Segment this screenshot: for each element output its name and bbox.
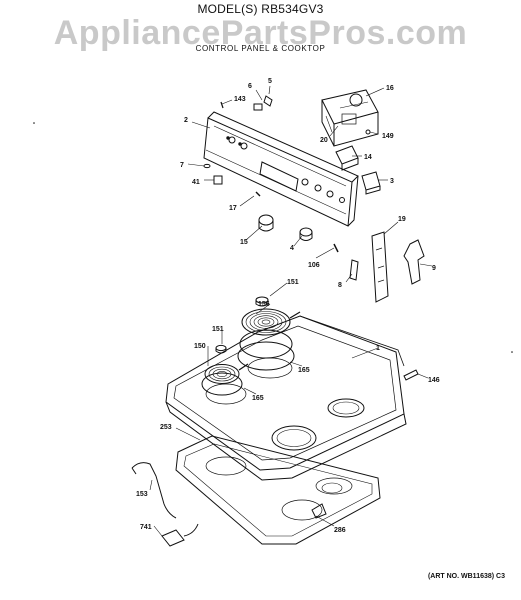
control-panel <box>203 111 359 227</box>
callout-2: 2 <box>184 117 188 124</box>
callout-19: 19 <box>398 216 406 223</box>
scan-specks <box>33 122 513 353</box>
callout-8: 8 <box>338 282 342 289</box>
leader-lines <box>149 85 433 537</box>
section-title: CONTROL PANEL & COOKTOP <box>195 44 326 53</box>
callout-151-upper: 151 <box>287 279 299 286</box>
burner-large <box>237 296 301 371</box>
small-hardware <box>203 95 371 197</box>
callout-151-lower: 151 <box>212 326 224 333</box>
callout-20: 20 <box>320 137 328 144</box>
callout-286: 286 <box>334 527 346 534</box>
callout-41: 41 <box>192 179 200 186</box>
callout-7: 7 <box>180 162 184 169</box>
callout-labels: 143 6 5 16 2 20 149 14 7 3 41 17 19 15 4… <box>136 78 440 534</box>
callout-165-right: 165 <box>298 367 310 374</box>
callout-143: 143 <box>234 96 246 103</box>
knobs <box>258 214 339 253</box>
callout-17: 17 <box>229 205 237 212</box>
wire-harness <box>131 462 199 547</box>
cooktop <box>165 315 407 481</box>
callout-6: 6 <box>248 83 252 90</box>
callout-9: 9 <box>432 265 436 272</box>
callout-3: 3 <box>390 178 394 185</box>
callout-4: 4 <box>290 245 294 252</box>
terminal-block <box>403 369 419 381</box>
callout-106: 106 <box>308 262 320 269</box>
callout-253: 253 <box>160 424 172 431</box>
model-title: MODEL(S) RB534GV3 <box>197 2 324 16</box>
clock-module <box>321 89 379 147</box>
callout-146: 146 <box>428 377 440 384</box>
callout-5: 5 <box>268 78 272 85</box>
callout-150: 150 <box>194 343 206 350</box>
watermark-logo: AppliancePartsPros.com <box>53 14 468 52</box>
callout-165-left: 165 <box>252 395 264 402</box>
callout-149: 149 <box>382 133 394 140</box>
burner-small <box>201 344 249 396</box>
burner-box <box>175 435 381 545</box>
callout-741: 741 <box>140 524 152 531</box>
callout-1: 1 <box>376 345 380 352</box>
callout-156: 156 <box>258 301 270 308</box>
callout-15: 15 <box>240 239 248 246</box>
callout-16: 16 <box>386 85 394 92</box>
art-number: (ART NO. WB11638) C3 <box>427 573 505 580</box>
callout-14: 14 <box>364 154 372 161</box>
callout-153: 153 <box>136 491 148 498</box>
side-bracket <box>349 231 425 303</box>
switches <box>335 145 381 195</box>
